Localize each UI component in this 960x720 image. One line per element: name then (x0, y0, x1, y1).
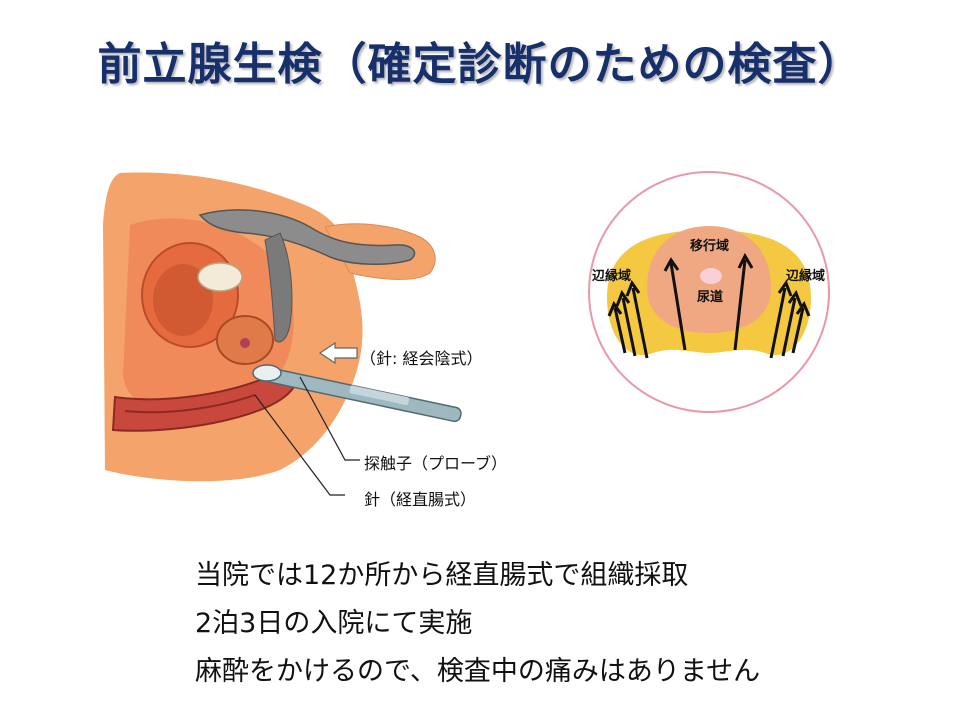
needle-leader-line (254, 394, 345, 496)
anatomy-illustration (103, 172, 462, 496)
peripheral-zone-right-label: 辺縁域 (786, 269, 826, 284)
ultrasound-probe (252, 364, 462, 423)
perineal-label: （針: 経会陰式） (360, 349, 483, 368)
needle-rectal-label: 針（経直腸式） (364, 490, 477, 509)
bullet-item: 当院では12か所から経直腸式で組織採取 (195, 560, 689, 591)
probe-label: 探触子（プローブ） (364, 454, 508, 473)
transition-zone-label: 移行域 (690, 239, 730, 254)
slide-title: 前立腺生検（確定診断のための検査） (97, 39, 863, 90)
bullet-list: 当院では12か所から経直腸式で組織採取 2泊3日の入院にて実施 麻酔をかけるので… (195, 560, 760, 704)
peripheral-zone-left-label: 辺縁域 (592, 269, 632, 284)
needle-arrows (607, 252, 811, 359)
urethra (700, 268, 722, 284)
bullet-item: 麻酔をかけるので、検査中の痛みはありません (195, 656, 761, 687)
perineal-arrow-icon (318, 341, 358, 365)
pubic-bone (198, 209, 416, 266)
probe-leader-line (299, 376, 360, 461)
bullet-item: 2泊3日の入院にて実施 (195, 608, 473, 639)
prostate-zone-diagram (588, 171, 830, 413)
urethra-label: 尿道 (697, 290, 724, 305)
